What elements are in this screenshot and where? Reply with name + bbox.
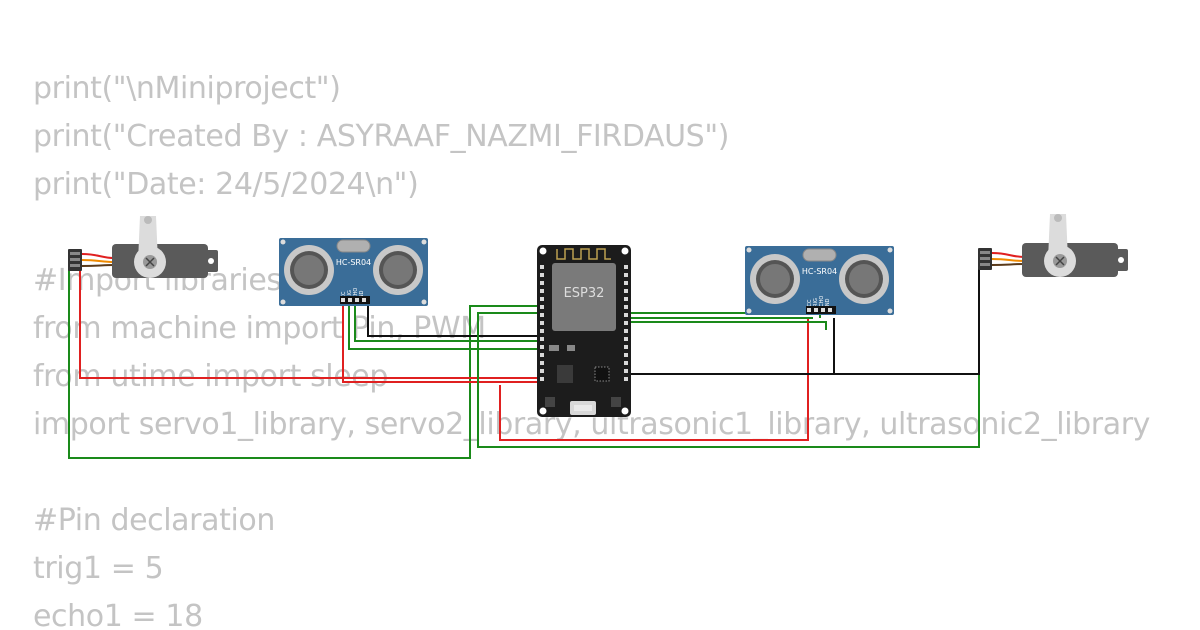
wire-servo2-signal — [477, 268, 980, 448]
code-line: print("Created By : ASYRAAF_NAZMI_FIRDAU… — [33, 119, 730, 154]
code-line: print("Date: 24/5/2024\n") — [33, 167, 419, 202]
wire-servo1-vcc — [79, 268, 542, 379]
pin-label-trig: TRIG — [813, 298, 819, 311]
wire-us2-gnd — [628, 318, 835, 375]
code-listing: print("\nMiniproject") print("Created By … — [33, 65, 1150, 630]
sensor-model-label: HC-SR04 — [336, 258, 371, 267]
code-line: from machine import Pin, PWM — [33, 311, 486, 346]
wire-us2-echo-b — [628, 321, 827, 330]
wires — [68, 262, 980, 459]
pin-label-echo: ECHO — [819, 296, 825, 310]
wire-servo2-gnd — [834, 268, 980, 375]
wire-servo2-vcc — [499, 318, 809, 441]
pin-label-vcc: VCC — [807, 299, 813, 310]
code-line: echo1 = 18 — [33, 599, 203, 630]
code-line: from utime import sleep — [33, 359, 388, 394]
wire-us1-trig — [348, 303, 542, 350]
pin-label-echo: ECHO — [353, 288, 359, 302]
wire-us1-echo — [354, 303, 542, 342]
ultrasonic-sensor-left[interactable]: HC-SR04 VCC TRIG ECHO GND — [279, 238, 428, 306]
ultrasonic-sensor-right[interactable]: HC-SR04 VCC TRIG ECHO GND — [745, 246, 894, 315]
code-line: print("\nMiniproject") — [33, 71, 341, 106]
esp32-board[interactable]: ESP32 — [537, 245, 631, 417]
pin-label-gnd: GND — [825, 298, 831, 310]
servo-motor-right[interactable] — [978, 214, 1128, 277]
wire-us1-vcc — [342, 303, 541, 383]
servo-motor-left[interactable] — [68, 216, 218, 278]
board-label: ESP32 — [564, 286, 605, 301]
sensor-model-label: HC-SR04 — [802, 267, 837, 276]
wire-us1-gnd — [367, 303, 542, 337]
code-line: #Pin declaration — [33, 503, 275, 538]
code-line: trig1 = 5 — [33, 551, 164, 586]
wire-servo1-signal — [68, 268, 545, 459]
